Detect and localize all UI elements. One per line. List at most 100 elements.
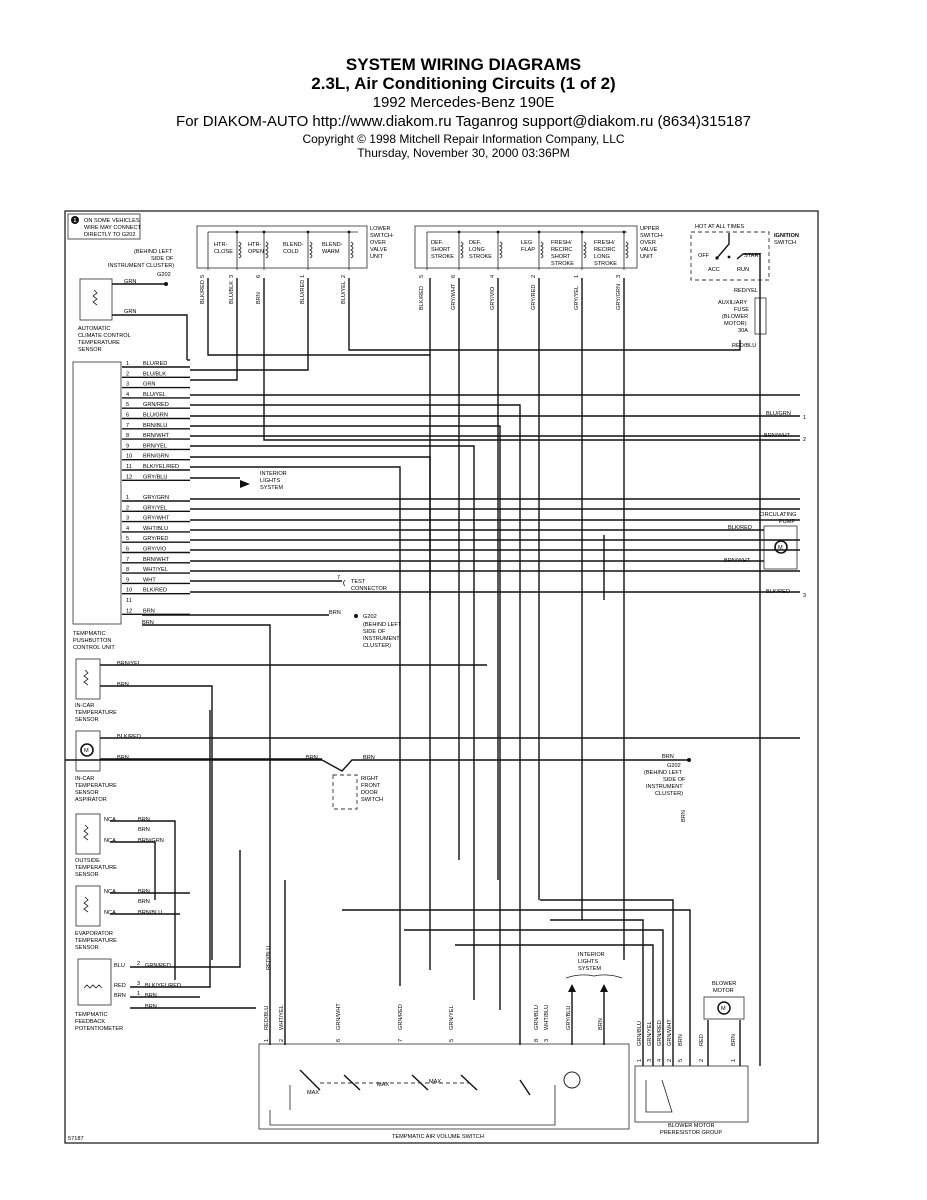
wire-label: BLK/RED	[143, 588, 167, 594]
wire-label: RED/BLU	[264, 1006, 270, 1030]
pin-number: 2	[279, 1039, 285, 1042]
figure-id: 57187	[68, 1136, 84, 1142]
motor-icon	[774, 540, 788, 554]
svg-text:30A: 30A	[738, 328, 748, 334]
pin-number: 2	[126, 371, 129, 377]
wire	[130, 710, 211, 988]
svg-text:IGNITION: IGNITION	[774, 233, 799, 239]
svg-text:MAX: MAX	[307, 1090, 319, 1096]
svg-text:PRERESISTOR GROUP: PRERESISTOR GROUP	[660, 1130, 722, 1136]
coil-icon	[238, 241, 242, 259]
wire-label: BLU/YEL	[341, 281, 347, 304]
wire-label: GRN/RED	[657, 1020, 663, 1046]
valve-label: DEF.	[469, 240, 482, 246]
pin-number: 1	[126, 495, 129, 501]
wire	[190, 404, 521, 1045]
thermistor-icon	[92, 289, 98, 306]
timestamp-line: Thursday, November 30, 2000 03:36PM	[357, 146, 570, 160]
pin-number: 2	[531, 275, 537, 278]
svg-text:TEMPERATURE: TEMPERATURE	[75, 865, 117, 871]
valve-label: WARM	[322, 249, 340, 255]
blower-indicator-icon	[563, 1071, 581, 1089]
wire-label: GRY/GRN	[616, 284, 622, 310]
svg-text:BRN: BRN	[662, 754, 674, 760]
pin-number: 11	[126, 598, 132, 604]
svg-text:BRN: BRN	[138, 899, 150, 905]
svg-text:NCA: NCA	[104, 838, 116, 844]
svg-text:FRONT: FRONT	[361, 783, 381, 789]
ground-icon	[687, 758, 691, 762]
wire-label: GRN	[143, 382, 155, 388]
wire	[190, 445, 475, 1000]
svg-text:INSTRUMENT: INSTRUMENT	[646, 784, 683, 790]
svg-text:BLU: BLU	[114, 963, 125, 969]
wire	[207, 278, 431, 356]
tempmatic-feedback-potentiometer: BLU 2 GRN/RED RED 3 BLK/YEL/RED BRN 1 BR…	[75, 958, 181, 1032]
pin-number: 4	[126, 392, 129, 398]
wire-label: RED	[699, 1034, 705, 1046]
svg-text:SYSTEM: SYSTEM	[578, 966, 601, 972]
svg-text:TEMPERATURE: TEMPERATURE	[75, 783, 117, 789]
valve-label: DEF.	[431, 240, 444, 246]
svg-text:IN-CAR: IN-CAR	[75, 776, 94, 782]
wire-label: BRN/BLU	[143, 423, 167, 429]
svg-text:SENSOR: SENSOR	[78, 347, 102, 353]
blower-motor-preresistor-group: GRN/BLU1GRN/YEL3GRN/RED4GRN/WHT2BRN5RED2…	[634, 1019, 749, 1136]
pin-number: 3	[647, 1059, 653, 1062]
svg-text:TEMPMATIC AIR VOLUME SWITCH: TEMPMATIC AIR VOLUME SWITCH	[392, 1134, 484, 1140]
valve-label: LEG	[521, 240, 532, 246]
wire-label: BLU/BLK	[143, 371, 166, 377]
pin-number: 11	[126, 464, 132, 470]
svg-text:FUSE: FUSE	[734, 307, 749, 313]
valve-label: HTR-	[214, 242, 227, 248]
svg-text:BRN: BRN	[117, 755, 129, 761]
wire-label: BLU/RED	[143, 361, 167, 367]
svg-text:SYSTEM: SYSTEM	[260, 485, 283, 491]
pin-number: 5	[200, 275, 206, 278]
pin-number: 8	[126, 433, 129, 439]
svg-text:MAX: MAX	[377, 1082, 389, 1088]
wire	[263, 278, 800, 441]
wire-network	[100, 278, 800, 1066]
wire-label: BRN/GRN	[143, 454, 169, 460]
svg-text:AUTOMATIC: AUTOMATIC	[78, 326, 110, 332]
wire-label: GRY/GRN	[143, 495, 169, 501]
ignition-switch: HOT AT ALL TIMES OFF ACC RUN START IGNIT…	[690, 224, 799, 349]
svg-text:IN-CAR: IN-CAR	[75, 703, 94, 709]
wire-label: GRY/WHT	[451, 283, 457, 310]
wire-label: GRN/RED	[398, 1004, 404, 1030]
wire-label: GRY/VIO	[143, 547, 167, 553]
pin-number: 6	[451, 275, 457, 278]
svg-text:BRN: BRN	[117, 682, 129, 688]
svg-text:LOWER: LOWER	[370, 226, 391, 232]
svg-text:VALVE: VALVE	[370, 247, 387, 253]
pin-number: 8	[126, 567, 129, 573]
svg-text:BRN: BRN	[306, 755, 318, 761]
svg-text:MAX: MAX	[429, 1079, 441, 1085]
svg-text:NCA: NCA	[104, 817, 116, 823]
svg-text:3: 3	[137, 981, 140, 987]
svg-text:1: 1	[137, 991, 140, 997]
wire	[190, 278, 238, 381]
svg-text:(BLOWER: (BLOWER	[722, 314, 748, 320]
wire-label: GRN/WHT	[336, 1003, 342, 1030]
svg-text:BRN: BRN	[138, 889, 150, 895]
valve-label: RECIRC	[551, 247, 572, 253]
wire	[348, 278, 741, 351]
pin-number: 5	[419, 275, 425, 278]
svg-text:RUN: RUN	[737, 267, 749, 273]
svg-text:BRN: BRN	[329, 610, 341, 616]
test-connector: 7 TEST CONNECTOR	[337, 575, 387, 592]
svg-text:(BEHIND LEFT: (BEHIND LEFT	[644, 770, 683, 776]
svg-text:FEEDBACK: FEEDBACK	[75, 1019, 105, 1025]
diagram-frame	[64, 210, 819, 1144]
svg-text:G202: G202	[157, 272, 171, 278]
wire-label: BRN	[678, 1034, 684, 1046]
svg-text:VALVE: VALVE	[640, 247, 657, 253]
svg-text:RED/BLU: RED/BLU	[266, 946, 272, 970]
ground-g202-right: BRN G202 (BEHIND LEFT SIDE OF INSTRUMENT…	[644, 754, 691, 822]
in-car-sensor-aspirator: M BLK/RED BRN IN-CAR TEMPERATURE SENSOR …	[75, 730, 141, 803]
wire	[142, 624, 271, 1045]
wire-label: BLU/GRN	[143, 413, 168, 419]
